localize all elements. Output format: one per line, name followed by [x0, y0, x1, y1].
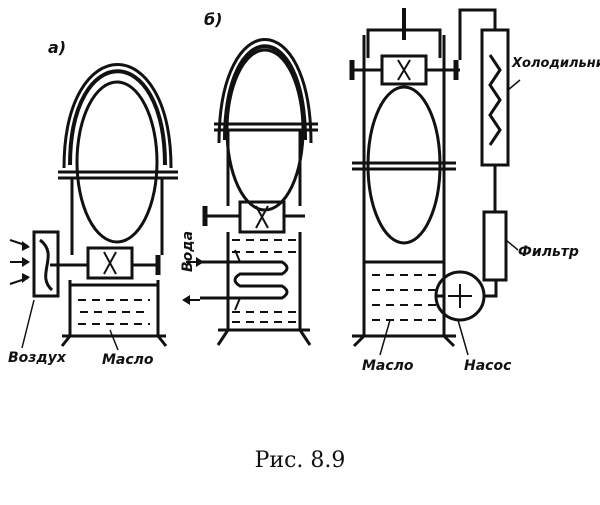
- label-pump: Насос: [464, 358, 512, 374]
- figure-caption: Рис. 8.9: [254, 448, 346, 473]
- label-air: Воздух: [8, 350, 66, 366]
- panel-b-transformer: [182, 38, 318, 346]
- label-oil-panel-a: Масло: [102, 352, 154, 368]
- panel-b-label: б): [204, 10, 223, 29]
- panel-a-transformer: [9, 63, 178, 351]
- panel-c-transformer: [349, 8, 521, 356]
- label-oil-panel-c: Масло: [362, 358, 414, 374]
- label-cooler: Холодильник: [512, 56, 600, 71]
- label-filter: Фильтр: [518, 244, 579, 260]
- label-water: Вода: [180, 230, 196, 272]
- panel-a-label: а): [48, 38, 67, 57]
